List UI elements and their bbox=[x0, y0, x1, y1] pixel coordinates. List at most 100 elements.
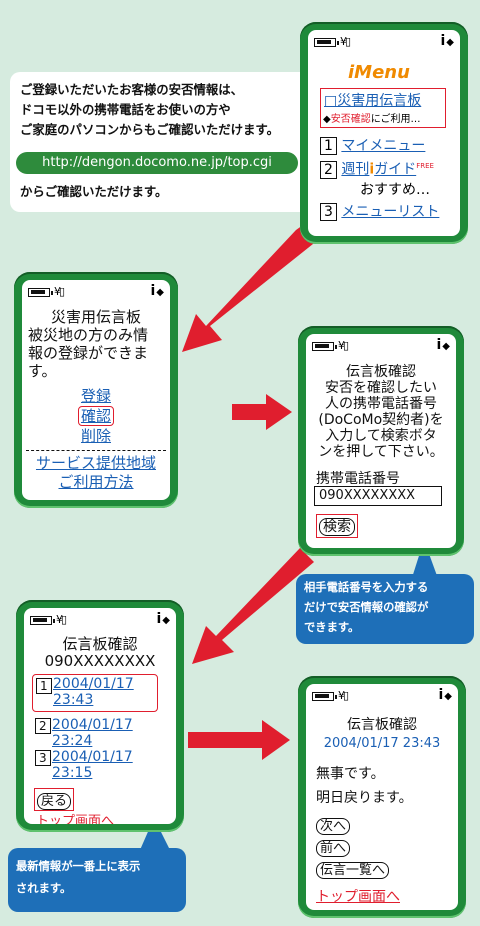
battery-icon bbox=[312, 342, 337, 351]
top-screen-link[interactable]: トップ画面へ bbox=[316, 889, 400, 905]
menu-item[interactable]: 3 メニューリスト bbox=[320, 202, 439, 222]
delete-link[interactable]: 削除 bbox=[80, 427, 111, 445]
menu-item[interactable]: 2 週刊iガイドFREE bbox=[320, 156, 439, 180]
status-bar: ¥▯ i◆ bbox=[312, 687, 452, 704]
antenna-icon: ¥▯ bbox=[338, 689, 349, 702]
message-text: 無事です。 bbox=[316, 766, 385, 782]
divider bbox=[26, 450, 166, 451]
description: す。 bbox=[28, 362, 57, 380]
description: 報の登録ができま bbox=[28, 344, 149, 362]
phone-menu: ¥▯ i◆ iMenu □災害用伝言板 ◆安否確認にご利用… 1 マイメニュー … bbox=[300, 22, 468, 244]
info-text: ドコモ以外の携帯電話をお使いの方や bbox=[20, 102, 231, 117]
message-list-button[interactable]: 伝言一覧へ bbox=[316, 862, 390, 879]
info-text: からご確認いただけます。 bbox=[20, 184, 168, 199]
status-bar: ¥▯ i◆ bbox=[312, 337, 450, 354]
next-button[interactable]: 次へ bbox=[316, 818, 351, 835]
top-screen-link[interactable]: トップ画面へ bbox=[36, 814, 115, 824]
i-mode-icon: i◆ bbox=[436, 337, 450, 353]
callout-input-tip: 相手電話番号を入力する だけで安否情報の確認が できます。 bbox=[296, 574, 474, 644]
message-datetime: 2004/01/17 23:43 bbox=[323, 736, 441, 751]
i-mode-icon: i◆ bbox=[156, 611, 170, 627]
antenna-icon: ¥▯ bbox=[340, 35, 351, 48]
callout-text: 最新情報が一番上に表示 bbox=[16, 860, 141, 873]
description: 安否を確認したい bbox=[325, 380, 437, 396]
description: (DoCoMo契約者)を bbox=[318, 412, 444, 428]
scroll-arrows-icon: ◆ bbox=[444, 691, 452, 702]
arrow-diagonal-icon bbox=[182, 225, 318, 352]
phone-screen: ¥▯ i◆ 災害用伝言板 被災地の方のみ情 報の登録ができま す。 登録 確認 … bbox=[22, 280, 170, 500]
phone-number-field[interactable]: 090XXXXXXXX bbox=[314, 486, 442, 506]
register-link[interactable]: 登録 bbox=[80, 387, 111, 405]
menu-item: おすすめ… bbox=[360, 181, 430, 198]
phone-detail: ¥▯ i◆ 伝言板確認 2004/01/17 23:43 無事です。 明日戻りま… bbox=[298, 676, 466, 918]
antenna-icon: ¥▯ bbox=[56, 613, 67, 626]
scroll-arrows-icon: ◆ bbox=[156, 287, 164, 298]
disaster-board-box[interactable]: □災害用伝言板 ◆安否確認にご利用… bbox=[320, 88, 446, 128]
description: 人の携帯電話番号 bbox=[325, 396, 437, 412]
page-title: 伝言板確認 bbox=[62, 635, 138, 653]
search-button-label: 検索 bbox=[319, 518, 355, 536]
phone-screen: ¥▯ i◆ 伝言板確認 2004/01/17 23:43 無事です。 明日戻りま… bbox=[306, 684, 458, 910]
prev-button[interactable]: 前へ bbox=[316, 840, 351, 857]
scroll-arrows-icon: ◆ bbox=[442, 341, 450, 352]
info-text: ご家庭のパソコンからもご確認いただけます。 bbox=[20, 122, 279, 137]
page-title: 災害用伝言板 bbox=[50, 308, 141, 326]
arrow-right-icon bbox=[232, 394, 292, 430]
phone-confirm: ¥▯ i◆ 伝言板確認 安否を確認したい 人の携帯電話番号 (DoCoMo契約者… bbox=[298, 326, 464, 556]
description: 被災地の方のみ情 bbox=[28, 326, 149, 344]
usage-link[interactable]: ご利用方法 bbox=[58, 473, 134, 491]
callout-text: されます。 bbox=[16, 882, 72, 895]
service-area-link[interactable]: サービス提供地域 bbox=[35, 454, 156, 472]
menu-item[interactable]: 1 マイメニュー bbox=[320, 136, 439, 156]
diamond-icon: ◆ bbox=[323, 114, 331, 125]
menu-list: 1 マイメニュー 2 週刊iガイドFREE おすすめ… 3 メニューリスト bbox=[320, 136, 439, 222]
status-bar: ¥▯ i◆ bbox=[28, 283, 164, 300]
search-button[interactable]: 検索 bbox=[316, 514, 358, 538]
status-bar: ¥▯ i◆ bbox=[30, 611, 170, 628]
arrow-right-icon bbox=[188, 720, 290, 760]
url-link[interactable]: http://dengon.docomo.ne.jp/top.cgi bbox=[16, 152, 298, 174]
back-button[interactable]: 戻る bbox=[34, 788, 75, 811]
scroll-arrows-icon: ◆ bbox=[446, 37, 454, 48]
safety-confirm-text: 安否確認 bbox=[330, 114, 371, 125]
i-logo-icon: i bbox=[369, 161, 375, 178]
field-label: 携帯電話番号 bbox=[316, 471, 400, 487]
phone-board: ¥▯ i◆ 災害用伝言板 被災地の方のみ情 報の登録ができま す。 登録 確認 … bbox=[14, 272, 178, 508]
back-button-label: 戻る bbox=[37, 793, 72, 810]
page-title: 伝言板確認 bbox=[347, 717, 417, 733]
description: ンを押して下さい。 bbox=[318, 444, 444, 460]
battery-icon bbox=[312, 692, 337, 701]
i-mode-icon: i◆ bbox=[150, 283, 164, 299]
status-bar: ¥▯ i◆ bbox=[314, 33, 454, 50]
i-mode-icon: i◆ bbox=[440, 33, 454, 49]
disaster-board-link[interactable]: □災害用伝言板 bbox=[324, 93, 422, 109]
scroll-arrows-icon: ◆ bbox=[162, 615, 170, 626]
phone-screen: ¥▯ i◆ iMenu □災害用伝言板 ◆安否確認にご利用… 1 マイメニュー … bbox=[308, 30, 460, 236]
callout-latest-tip: 最新情報が一番上に表示 されます。 bbox=[8, 848, 186, 912]
arrow-diagonal-icon bbox=[192, 548, 314, 664]
phone-screen: ¥▯ i◆ 伝言板確認 安否を確認したい 人の携帯電話番号 (DoCoMo契約者… bbox=[306, 334, 456, 548]
battery-icon bbox=[314, 38, 339, 47]
battery-icon bbox=[28, 288, 53, 297]
message-text: 明日戻ります。 bbox=[316, 790, 413, 806]
imenu-logo: iMenu bbox=[348, 62, 410, 83]
callout-text: できます。 bbox=[304, 621, 360, 634]
confirm-link[interactable]: 確認 bbox=[77, 406, 114, 426]
info-text: ご登録いただいたお客様の安否情報は、 bbox=[20, 82, 244, 97]
i-mode-icon: i◆ bbox=[438, 687, 452, 703]
callout-text: 相手電話番号を入力する bbox=[304, 581, 429, 594]
callout-text: だけで安否情報の確認が bbox=[304, 601, 429, 614]
description: 入力して検索ボタ bbox=[325, 428, 437, 444]
menu-sub-text: にご利用… bbox=[370, 114, 421, 125]
phone-number: 090XXXXXXXX bbox=[44, 652, 156, 670]
url-text: http://dengon.docomo.ne.jp/top.cgi bbox=[42, 155, 272, 170]
battery-icon bbox=[30, 616, 55, 625]
antenna-icon: ¥▯ bbox=[338, 339, 349, 352]
page-title: 伝言板確認 bbox=[346, 364, 416, 380]
